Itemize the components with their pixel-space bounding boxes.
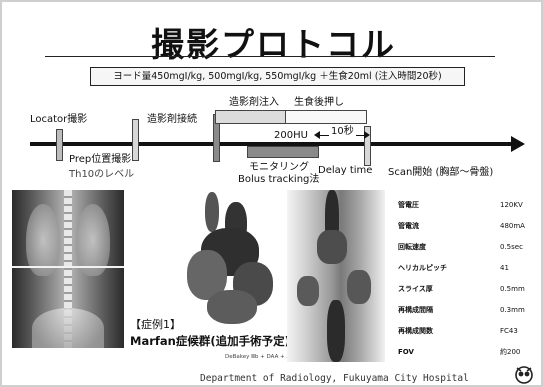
delay-arrow-right-icon [364,131,370,139]
label-prep: Prep位置撮影 [69,154,131,166]
delay-arrow-left-icon [314,131,320,139]
volume-rendering-image [167,190,287,330]
case-caption: 【症例1】 Marfan症候群(追加手術予定) DeBakey Ⅲb + DAA… [130,317,290,373]
label-locator: Locator撮影 [30,114,87,126]
label-th10: Th10のレベル [69,169,134,181]
footer-department: Department of Radiology, Fukuyama City H… [200,373,469,384]
monitoring-bar [247,146,319,158]
title-underline [45,56,495,57]
scout-xray-image [12,190,124,348]
timeline-arrow-head-icon [511,136,525,152]
label-monitoring: モニタリング [249,162,309,174]
case-note: DeBakey Ⅲb + DAA + AR [225,351,294,363]
label-contrast-injection: 造影剤注入 [229,97,279,109]
saline-flush-bar [285,110,367,124]
marker-locator [56,129,63,161]
label-delay-seconds: 10秒 [329,126,356,138]
label-200hu: 200HU [274,130,308,142]
label-bolus: Bolus tracking法 [238,174,319,186]
label-scan-start: Scan開始 (胸部〜骨盤) [388,167,493,179]
owl-logo-icon [514,364,534,384]
label-connect: 造影剤接続 [147,114,197,126]
case-diagnosis: Marfan症候群(追加手術予定) [130,335,290,347]
label-saline-flush: 生食後押し [294,97,344,109]
coronal-ct-image [287,190,385,362]
marker-prep [132,119,139,161]
label-delay-time: Delay time [318,165,372,177]
slide-title: 撮影プロトコル [2,18,543,66]
contrast-dose-box: ヨード量450mgI/kg, 500mgI/kg, 550mgI/kg ＋生食2… [90,67,465,86]
contrast-injection-bar [215,110,287,124]
case-label: 【症例1】 [130,319,181,331]
